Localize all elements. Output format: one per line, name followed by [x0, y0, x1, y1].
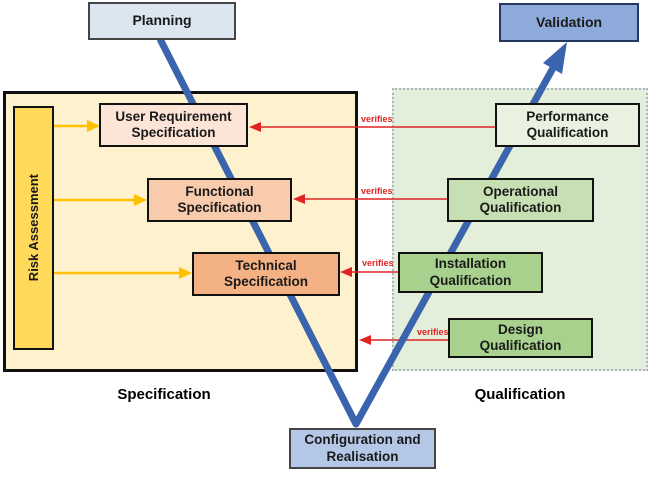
verifies-label-2: verifies: [361, 186, 393, 196]
validation-box: Validation: [499, 3, 639, 42]
verifies-labels: verifies verifies verifies verifies: [361, 114, 449, 337]
v-arrowhead: [543, 42, 567, 74]
risk-assessment-bar: Risk Assessment: [13, 106, 54, 350]
verifies-label-3: verifies: [362, 258, 394, 268]
risk-arrows: [54, 120, 192, 279]
installation-qualification-box: Installation Qualification: [398, 252, 543, 293]
risk-arrowhead-fs: [134, 194, 147, 206]
verify-arrowhead-dq-spec: [359, 335, 371, 345]
specification-section-label: Specification: [117, 386, 211, 403]
risk-arrowhead-ts: [179, 267, 192, 279]
verifies-label-4: verifies: [417, 327, 449, 337]
operational-qualification-box: Operational Qualification: [447, 178, 594, 222]
technical-specification-box: Technical Specification: [192, 252, 340, 296]
qualification-section-label: Qualification: [474, 386, 566, 403]
verify-arrowhead-oq-fs: [293, 194, 305, 204]
functional-specification-box: Functional Specification: [147, 178, 292, 222]
user-requirement-specification-box: User Requirement Specification: [99, 103, 248, 147]
design-qualification-box: Design Qualification: [448, 318, 593, 358]
risk-assessment-label: Risk Assessment: [26, 174, 41, 282]
configuration-realisation-box: Configuration and Realisation: [289, 428, 436, 469]
v-line: [156, 37, 557, 428]
verify-arrowhead-iq-ts: [340, 267, 352, 277]
performance-qualification-box: Performance Qualification: [495, 103, 640, 147]
v-flow-line: [156, 37, 567, 428]
verify-arrowhead-pq-urs: [249, 122, 261, 132]
planning-box: Planning: [88, 2, 236, 40]
verifies-label-1: verifies: [361, 114, 393, 124]
verify-arrows: [249, 122, 495, 345]
risk-arrowhead-urs: [87, 120, 100, 132]
